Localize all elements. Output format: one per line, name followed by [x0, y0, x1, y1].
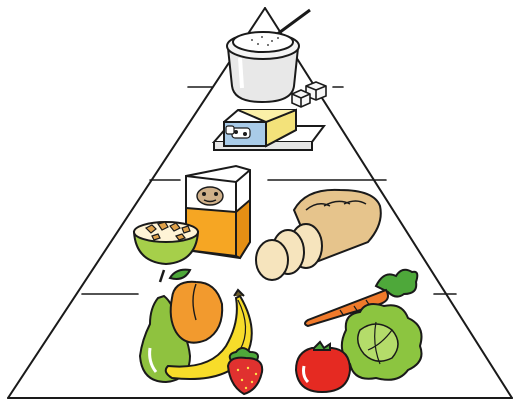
carrot [304, 268, 419, 328]
carton-cow-icon [196, 186, 224, 206]
pyramid-outline [7, 7, 513, 399]
sugar-bowl [226, 8, 311, 104]
bowl-body [226, 47, 300, 104]
tomato-stem [313, 340, 331, 351]
pyramid-left-edge [7, 7, 266, 399]
tomato [294, 340, 352, 394]
butter-dish [211, 108, 326, 151]
lettuce [340, 303, 423, 381]
tomato-body [294, 347, 352, 394]
peach-body [169, 280, 224, 344]
carrot-body [304, 288, 389, 328]
bread-slice-3 [255, 239, 289, 281]
cow-icon [225, 125, 251, 139]
peach [168, 268, 224, 344]
bread-loaf [255, 188, 382, 281]
sugar-heap [232, 31, 294, 53]
pyramid-right-edge [264, 7, 513, 399]
sugar-cubes [291, 81, 327, 108]
tier-dividers [81, 86, 457, 295]
juice-carton [185, 164, 251, 260]
strawberry-body [226, 356, 264, 396]
peach-leaf [168, 268, 192, 280]
cereal-bowl [132, 221, 200, 266]
cereal-flakes [144, 221, 191, 241]
strawberry [226, 347, 264, 396]
